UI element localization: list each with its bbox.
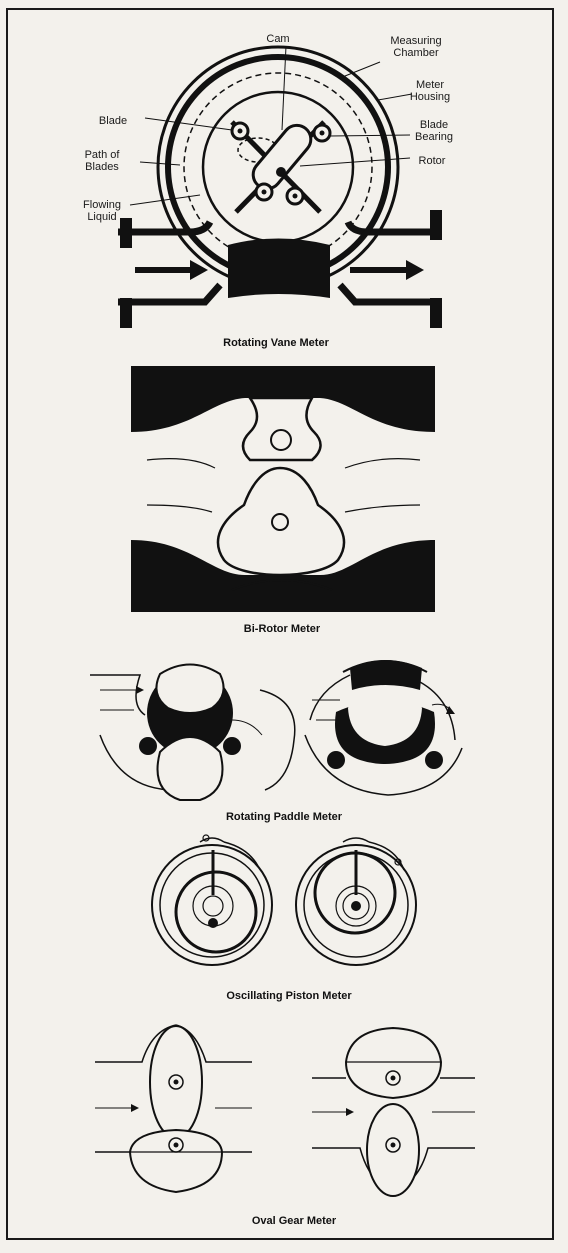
label-blade-2: Blade xyxy=(420,119,448,131)
label-flowing: Flowing xyxy=(83,199,121,211)
caption-rotating-paddle-meter: Rotating Paddle Meter xyxy=(226,811,343,823)
caption-bi-rotor-meter: Bi-Rotor Meter xyxy=(244,623,321,635)
label-meter: Meter xyxy=(416,79,444,91)
label-blade: Blade xyxy=(99,115,127,127)
oval-gear-meter-diagram xyxy=(95,1025,475,1196)
label-bearing: Bearing xyxy=(415,131,453,143)
label-path-of: Path of xyxy=(85,149,121,161)
caption-rotating-vane-meter: Rotating Vane Meter xyxy=(223,337,329,349)
label-measuring: Measuring xyxy=(390,35,441,47)
caption-oscillating-piston-meter: Oscillating Piston Meter xyxy=(226,990,352,1002)
label-liquid: Liquid xyxy=(87,211,116,223)
rotating-vane-meter-diagram xyxy=(118,46,442,328)
label-housing: Housing xyxy=(410,91,450,103)
oscillating-piston-meter-diagram xyxy=(152,835,416,965)
label-blades: Blades xyxy=(85,161,119,173)
label-cam: Cam xyxy=(266,33,289,45)
rotating-paddle-meter-diagram xyxy=(90,660,462,800)
label-chamber: Chamber xyxy=(393,47,439,59)
bi-rotor-meter-diagram xyxy=(131,366,435,612)
caption-oval-gear-meter: Oval Gear Meter xyxy=(252,1215,337,1227)
label-rotor: Rotor xyxy=(419,155,446,167)
